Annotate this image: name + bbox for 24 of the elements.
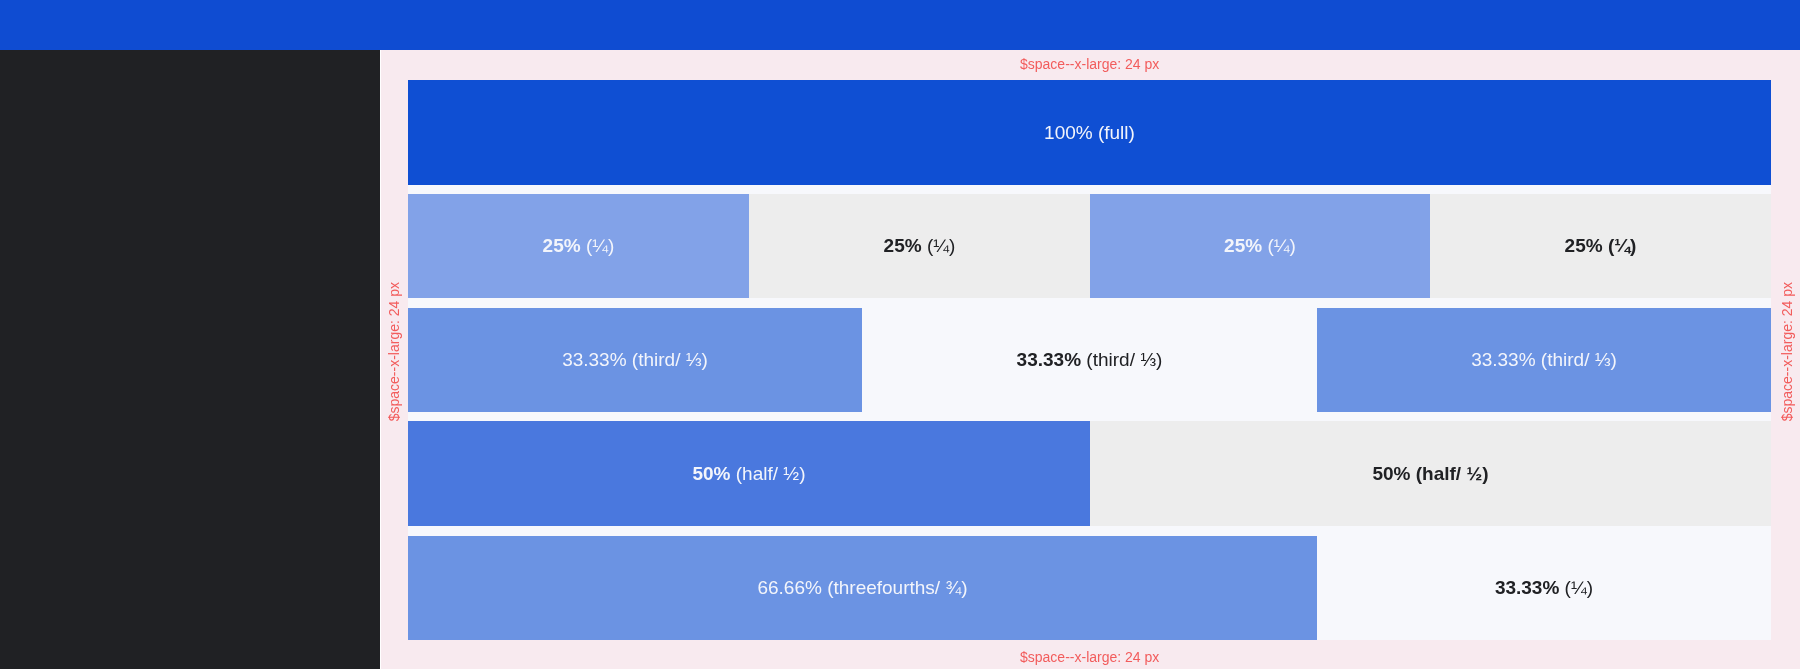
column-label: 33.33% (¼) [1494, 577, 1594, 599]
spacing-label: $space--x-large: 24 px [1779, 281, 1795, 421]
column-label: 33.33% (third/ ⅓) [1016, 349, 1163, 371]
column-label: 50% (half/ ½) [1372, 462, 1489, 485]
column-label: 25% (¼) [883, 235, 956, 257]
column-label: 25% (¼) [1224, 235, 1296, 257]
grid-column [1090, 421, 1771, 526]
column-label: 100% (full) [1044, 121, 1135, 144]
grid-column [408, 536, 1317, 640]
grid-column [408, 194, 749, 298]
column-label: 66.66% (threefourths/ ¾) [757, 577, 968, 599]
spacing-label: $space--x-large: 24 px [386, 281, 402, 421]
column-label: 33.33% (third/ ⅓) [1471, 349, 1617, 371]
grid-column [1317, 308, 1771, 412]
column-label: 33.33% (third/ ⅓) [562, 349, 708, 371]
grid-column [408, 308, 862, 412]
grid-column [408, 80, 1771, 185]
column-label: 25% (¼) [542, 235, 615, 257]
grid-column [749, 194, 1090, 298]
grid-column [408, 421, 1090, 526]
column-label: 25% (¼) [1564, 235, 1637, 257]
grid-column [1430, 194, 1771, 298]
grid-column [1090, 194, 1430, 298]
column-label: 50% (half/ ½) [692, 462, 806, 485]
